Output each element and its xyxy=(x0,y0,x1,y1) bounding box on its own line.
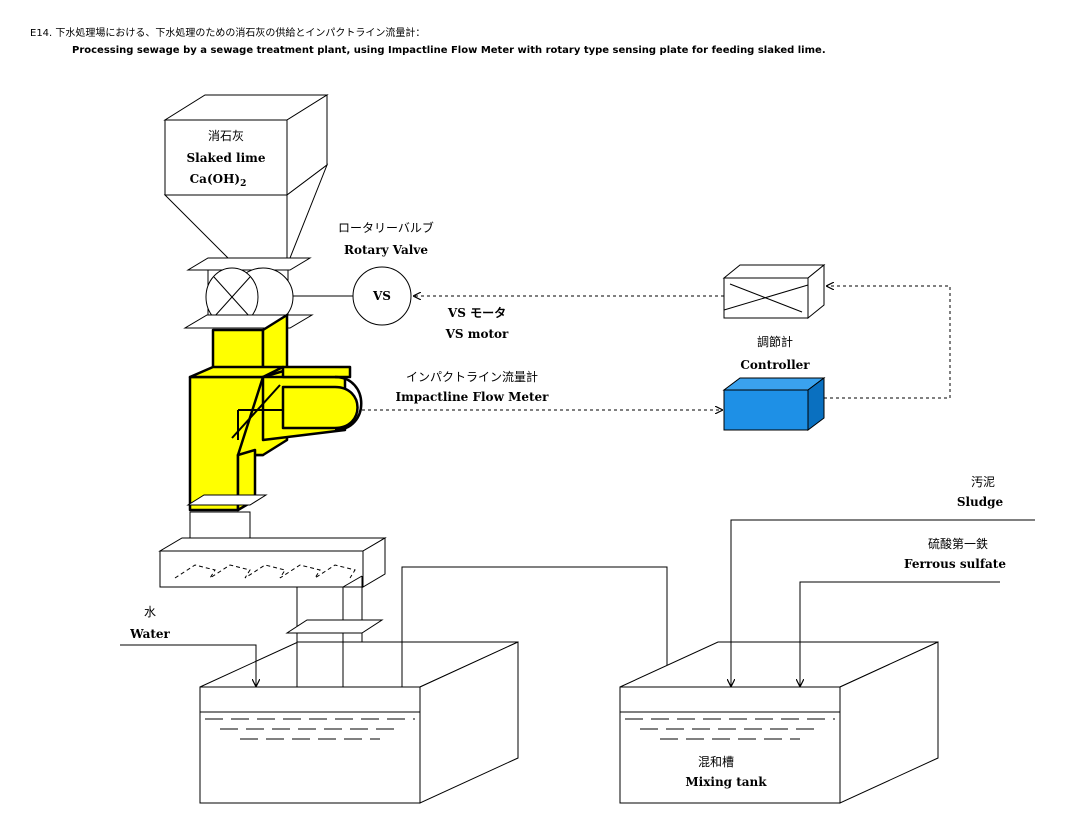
screw-feeder xyxy=(158,494,387,588)
rotary-valve-label-jp: ロータリーバルブ xyxy=(338,220,434,235)
lime-dissolving-tank xyxy=(199,641,519,804)
controller-label-en: Controller xyxy=(740,358,810,372)
vs-motor-symbol: VS xyxy=(372,289,391,303)
vs-motor-label-en: VS motor xyxy=(445,327,509,341)
impactline-flow-meter xyxy=(188,313,363,512)
sludge-inlet-pipe xyxy=(731,519,1035,686)
vs-motor-label-jp: VS モータ xyxy=(447,306,506,320)
ferrous-sulfate-inlet-pipe xyxy=(800,581,1000,686)
hopper-label-jp: 消石灰 xyxy=(208,129,244,143)
sludge-label-jp: 汚泥 xyxy=(971,475,995,489)
water-surface-right xyxy=(625,718,835,740)
vs-motor-circle xyxy=(352,266,412,326)
water-surface-left xyxy=(205,718,415,740)
rotary-valve xyxy=(183,257,314,329)
ferrous-sulfate-label-en: Ferrous sulfate xyxy=(904,557,1006,571)
mixing-tank-label-jp: 混和槽 xyxy=(698,755,734,769)
water-label-jp: 水 xyxy=(144,605,156,619)
sludge-label-en: Sludge xyxy=(957,495,1004,509)
water-inlet-pipe xyxy=(120,644,256,686)
flow-meter-label-en: Impactline Flow Meter xyxy=(396,390,550,404)
water-label-en: Water xyxy=(129,627,170,641)
controller-label-jp: 調節計 xyxy=(757,334,793,349)
signal-lines xyxy=(362,286,951,410)
hopper-label-en: Slaked lime xyxy=(187,151,266,165)
page-title-en: Processing sewage by a sewage treatment … xyxy=(72,45,826,56)
transfer-pipe xyxy=(401,566,667,687)
hopper-formula: Ca(OH)2 xyxy=(190,172,247,189)
mixing-tank-label-en: Mixing tank xyxy=(685,775,767,789)
ferrous-sulfate-label-jp: 硫酸第一鉄 xyxy=(928,536,988,551)
rotary-valve-label-en: Rotary Valve xyxy=(344,243,428,257)
slaked-lime-hopper xyxy=(163,94,329,259)
flow-meter-label-jp: インパクトライン流量計 xyxy=(406,369,538,384)
vs-driver-box xyxy=(722,263,826,320)
mixing-tank xyxy=(619,641,939,804)
controller-box xyxy=(722,377,826,431)
page-title-jp: E14. 下水処理場における、下水処理のための消石灰の供給とインパクトライン流量… xyxy=(30,28,426,39)
